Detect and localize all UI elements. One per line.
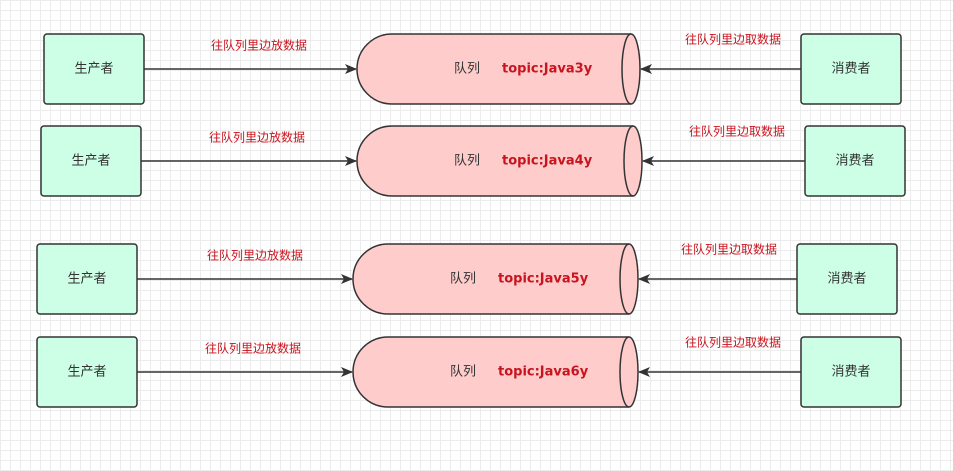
consumer-label: 消费者: [831, 365, 870, 380]
topic-label: topic:Java6y: [498, 365, 589, 380]
take-edge-label: 往队列里边取数据: [685, 32, 781, 47]
put-edge-label: 往队列里边放数据: [207, 248, 303, 263]
producer-label: 生产者: [67, 272, 106, 287]
queue-cylinder[interactable]: [352, 336, 639, 408]
queue-cylinder-rim: [619, 336, 630, 408]
put-edge-label: 往队列里边放数据: [205, 341, 301, 356]
put-edge-label: 往队列里边放数据: [211, 38, 307, 53]
consumer-label: 消费者: [831, 62, 870, 77]
producer-label: 生产者: [74, 62, 113, 77]
diagram-row: 生产者 消费者 队列 topic:Java6y 往队列里边放数据 往队列里边取数据: [36, 335, 902, 408]
topic-label: topic:Java3y: [502, 62, 593, 77]
diagram-row: 生产者 消费者 队列 topic:Java3y 往队列里边放数据 往队列里边取数据: [43, 32, 902, 105]
queue-cylinder-rim: [623, 125, 634, 197]
queue-label: 队列: [454, 62, 480, 77]
queue-cylinder[interactable]: [356, 33, 641, 105]
take-edge-label: 往队列里边取数据: [681, 242, 777, 257]
take-edge-label: 往队列里边取数据: [689, 124, 785, 139]
queue-cylinder[interactable]: [356, 125, 643, 197]
topic-label: topic:Java4y: [502, 154, 593, 169]
put-edge-label: 往队列里边放数据: [209, 130, 305, 145]
queue-label: 队列: [454, 154, 480, 169]
diagram-row: 生产者 消费者 队列 topic:Java4y 往队列里边放数据 往队列里边取数据: [40, 124, 906, 197]
queue-label: 队列: [450, 272, 476, 287]
producer-label: 生产者: [67, 365, 106, 380]
queue-cylinder[interactable]: [352, 243, 639, 315]
diagram-row: 生产者 消费者 队列 topic:Java5y 往队列里边放数据 往队列里边取数据: [36, 242, 898, 315]
queue-label: 队列: [450, 365, 476, 380]
topic-label: topic:Java5y: [498, 272, 589, 287]
producer-label: 生产者: [71, 154, 110, 169]
queue-cylinder-rim: [621, 33, 632, 105]
consumer-label: 消费者: [835, 154, 874, 169]
take-edge-label: 往队列里边取数据: [685, 335, 781, 350]
consumer-label: 消费者: [827, 272, 866, 287]
queue-cylinder-rim: [619, 243, 630, 315]
